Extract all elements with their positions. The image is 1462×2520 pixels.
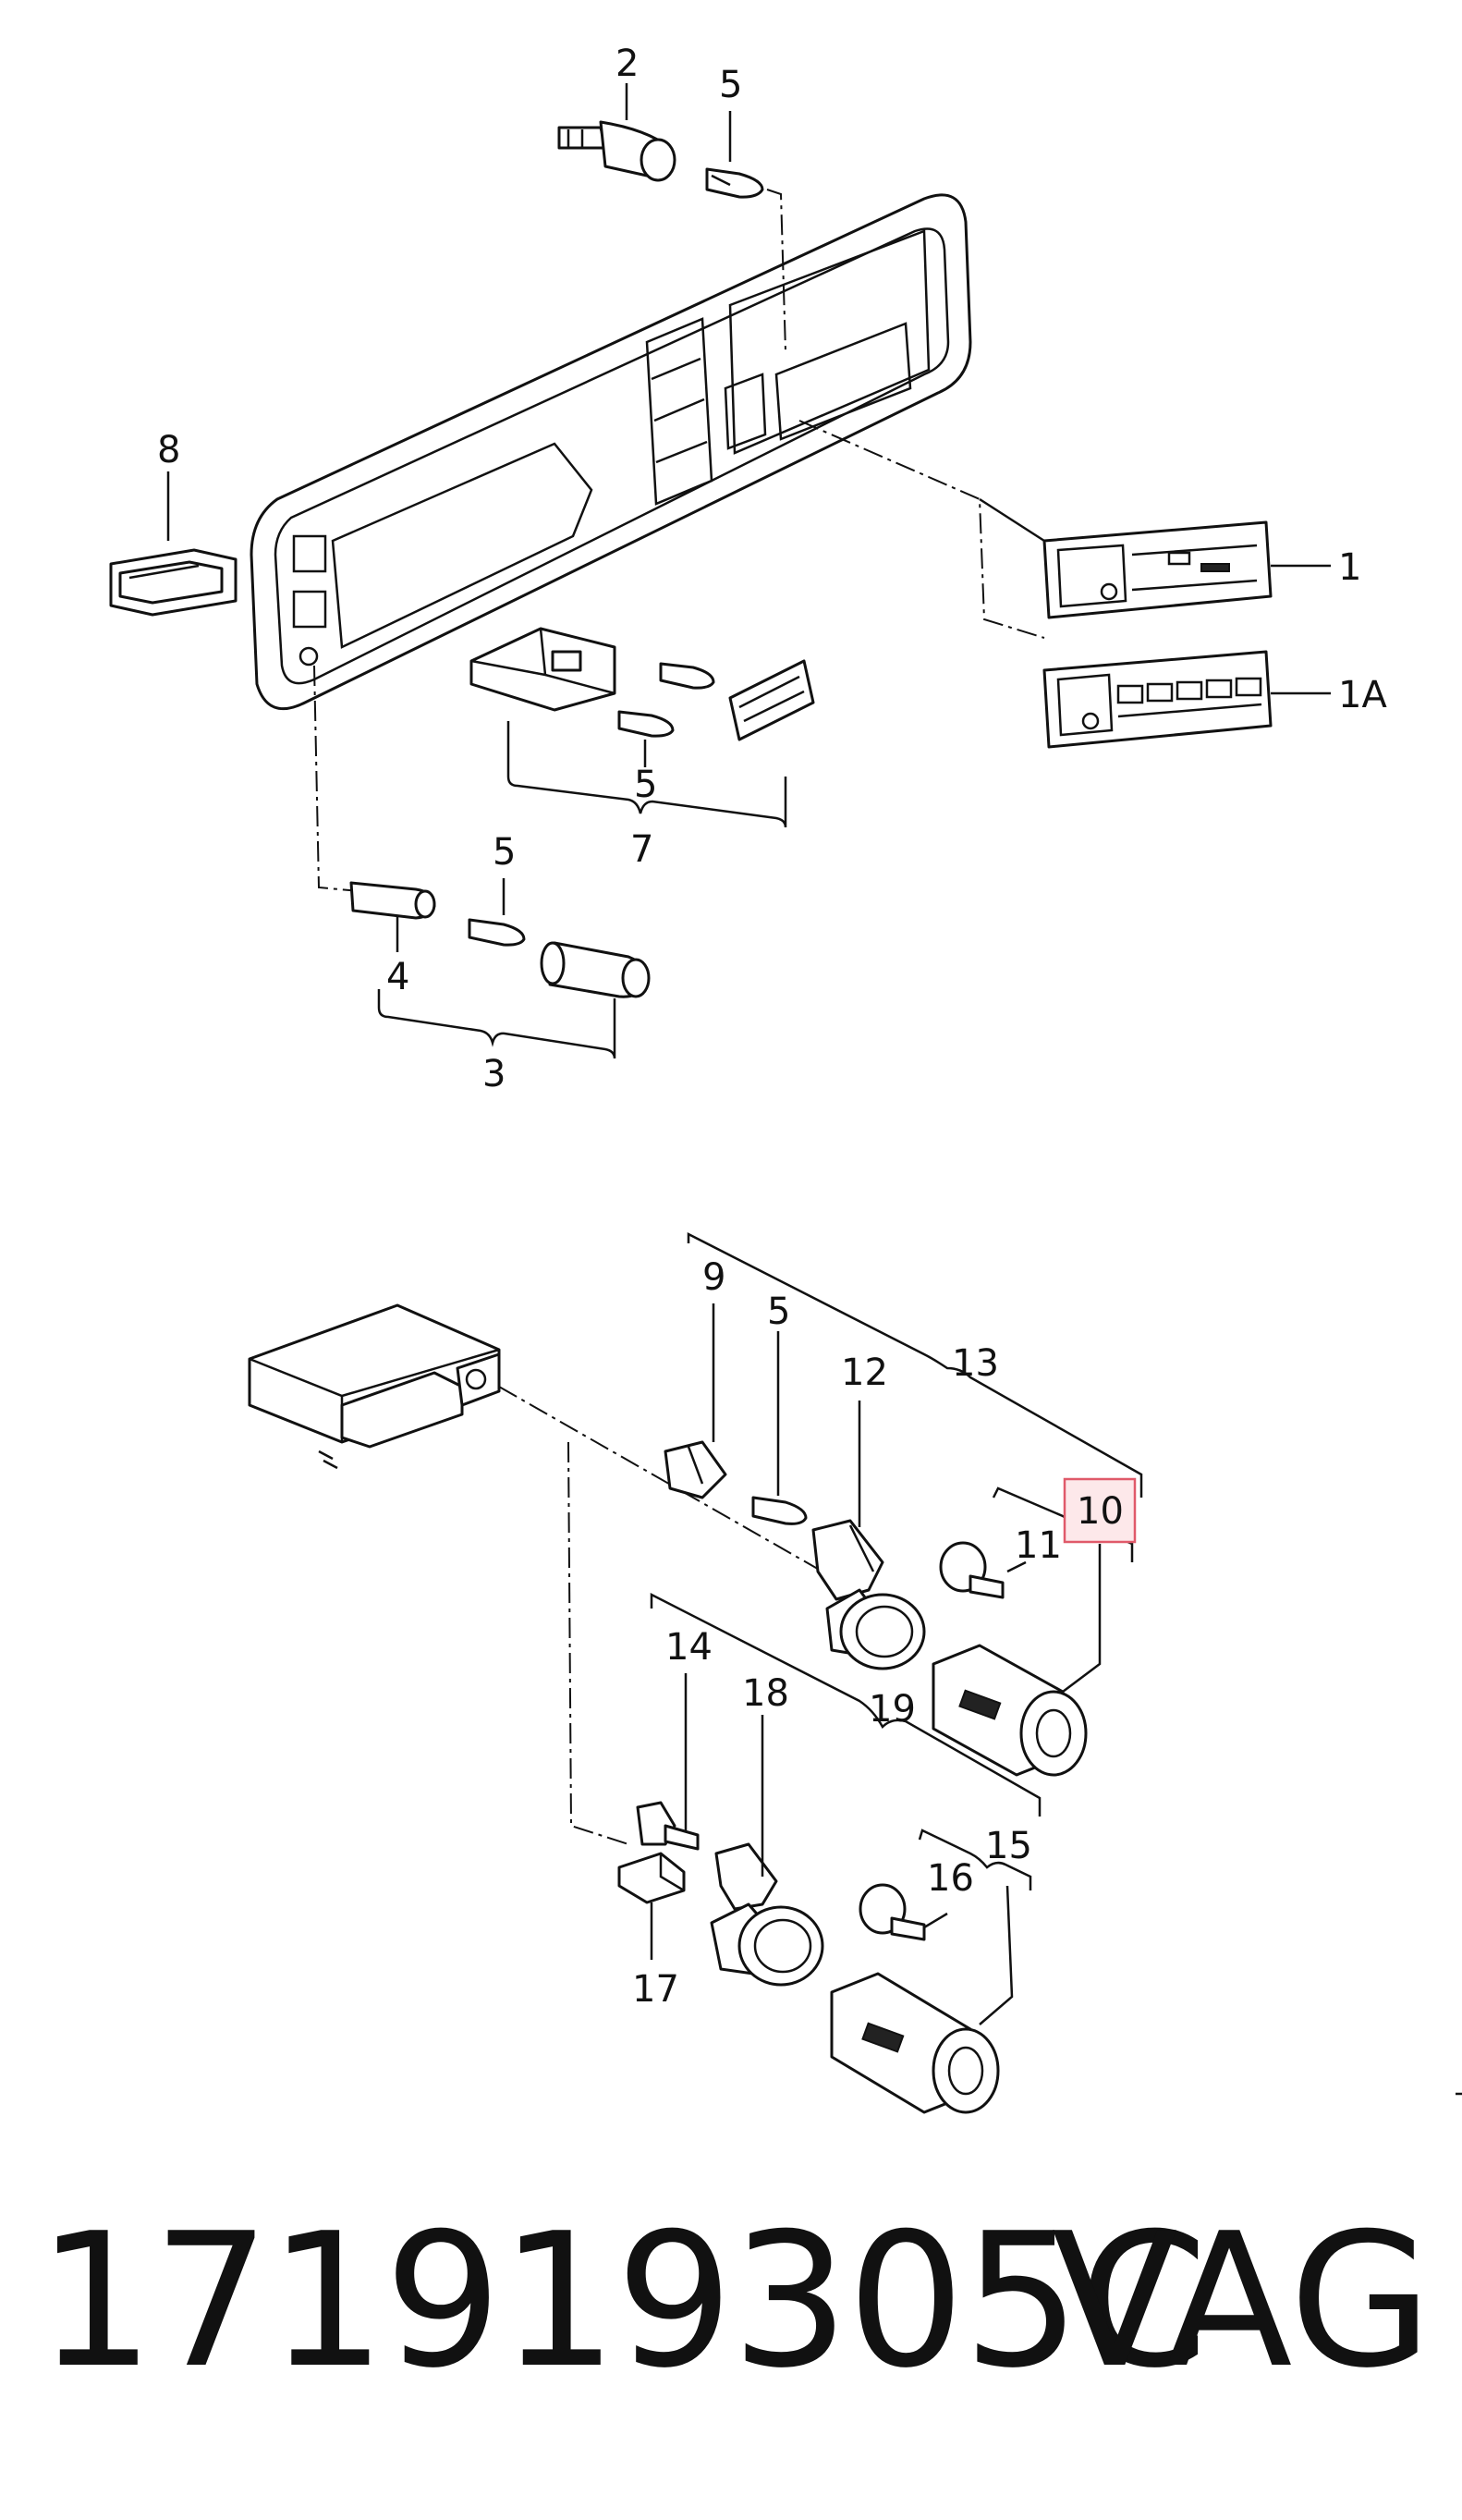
callout-19: 19 [869,1688,916,1731]
switch-cap-7 [728,659,815,741]
lamp-holder-9 [664,1440,727,1499]
bulb-5-top [705,167,764,199]
footer: 171919305C VAG [37,2209,1432,2394]
brace-3 [377,989,616,1059]
leader-dash-lower-left [313,665,371,893]
knob-16 [859,1883,926,1941]
callout-1a: 1A [1338,674,1387,716]
clip-17 [617,1852,686,1904]
leader-dash-ashtray-down [567,1441,629,1845]
lighter-element-15 [830,1972,1000,2114]
ashtray-housing [248,1303,501,1470]
switch-7 [469,627,616,712]
callout-5-mid: 5 [634,764,657,806]
callout-7: 7 [630,828,653,871]
brand-label: VAG [1051,2194,1432,2409]
clip-8 [109,548,238,617]
knob-11 [939,1541,1005,1599]
leader-10 [1062,1544,1102,1693]
dash-trim-panel [250,193,972,711]
callout-11: 11 [1015,1524,1062,1567]
callout-14: 14 [665,1626,713,1669]
lighter-socket-13 [825,1588,926,1670]
callout-3: 3 [482,1053,506,1095]
lamp-3 [540,941,651,998]
bulb-5-mid-a [659,662,715,690]
brace-15 [918,1829,1032,1890]
callout-5-low: 5 [493,831,516,874]
callout-4: 4 [386,956,409,998]
callout-8: 8 [157,429,180,471]
bulb-holder-4 [349,881,436,920]
callout-17: 17 [632,1968,679,2011]
callout-15: 15 [985,1825,1032,1867]
callout-16: 16 [927,1857,974,1900]
bulb-5-low [468,918,526,947]
callout-10: 10 [1077,1490,1124,1533]
leader-dash-controls [798,420,1045,639]
leader-15 [979,1885,1014,2025]
callout-13: 13 [952,1342,999,1385]
brace-13 [687,1231,1143,1498]
callout-2: 2 [615,43,639,85]
leader-dash-ashtray-lighter [498,1386,823,1572]
callout-18: 18 [742,1672,789,1715]
brace-7 [506,721,787,828]
bulb-holder-2 [557,120,676,182]
bulb-5-mid-b [617,710,675,738]
bulb-5-bottom [751,1496,808,1525]
connector-18 [714,1842,778,1911]
part-number: 171919305C [37,2194,1208,2409]
callout-12: 12 [841,1352,888,1394]
connector-12 [811,1519,884,1601]
highlight-callout-10 [1063,1477,1137,1544]
leader-11 [1006,1560,1027,1573]
brace-19 [650,1592,1042,1817]
leader-line-1a [979,497,1045,543]
callout-5-top: 5 [719,64,742,106]
callout-9: 9 [702,1256,725,1299]
callout-1: 1 [1338,546,1361,589]
leader-16 [923,1912,948,1929]
lighter-element-10 [932,1644,1088,1777]
control-panel-1 [1042,520,1273,619]
callout-5-bottom: 5 [767,1291,790,1333]
lighter-socket-19 [710,1902,824,1987]
control-panel-1a [1042,650,1273,749]
holder-14 [636,1801,700,1851]
leader-dash-5-top [766,189,786,352]
